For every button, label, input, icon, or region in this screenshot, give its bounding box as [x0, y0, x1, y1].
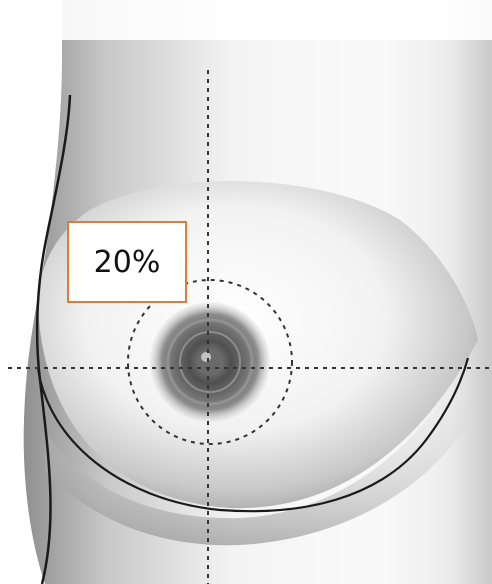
percentage-label-box: 20%	[67, 221, 187, 303]
areola	[150, 302, 270, 422]
percentage-label: 20%	[94, 245, 161, 280]
nipple	[197, 349, 223, 375]
